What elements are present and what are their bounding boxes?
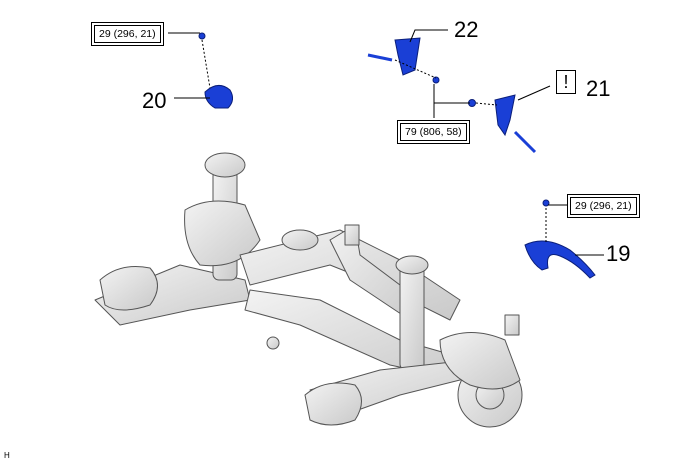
- mount-tab-right: [504, 314, 520, 336]
- caution-icon: !: [556, 70, 576, 94]
- dash-part-22: [394, 59, 437, 79]
- right-shock-absorber: [399, 264, 425, 371]
- part-22-nut: [432, 76, 440, 84]
- torque-spec-text: 29 (296, 21): [94, 25, 161, 43]
- part-21-bolt: [513, 130, 537, 154]
- right-knuckle: [439, 332, 521, 390]
- leader-part-22: [409, 29, 448, 43]
- part-20-stabilizer-link: [204, 85, 234, 109]
- part-20-bolt: [198, 32, 206, 40]
- right-shock-top-mount: [395, 255, 429, 275]
- right-spring-seat: [304, 382, 362, 426]
- callout-part-19: 19: [606, 241, 631, 266]
- part-22-upper-arm: [394, 37, 421, 76]
- corner-mark: H: [4, 451, 10, 460]
- callout-part-22: 22: [454, 17, 479, 42]
- highlighted-parts: [198, 32, 596, 279]
- rear-subframe-assembly: [94, 152, 523, 428]
- part-21-link: [494, 94, 516, 137]
- part-19-bolt: [542, 199, 550, 207]
- part-19-stabilizer-link: [524, 240, 596, 279]
- torque-spec-box-right: 29 (296, 21): [567, 194, 640, 218]
- dash-part-20: [201, 39, 211, 89]
- left-knuckle: [184, 200, 261, 267]
- torque-spec-box-upper-left: 29 (296, 21): [91, 22, 164, 46]
- callout-part-21: 21: [586, 76, 611, 101]
- bushing: [266, 336, 280, 350]
- center-mount: [281, 229, 319, 251]
- part-22-bolt: [367, 53, 393, 62]
- torque-spec-text: 79 (806, 58): [400, 123, 467, 141]
- left-shock-top-mount: [204, 152, 246, 178]
- torque-spec-text: 29 (296, 21): [570, 197, 637, 215]
- left-spring-seat: [99, 266, 158, 311]
- leader-lines: [168, 29, 604, 256]
- callout-part-20: 20: [142, 88, 167, 113]
- dash-part-21: [475, 102, 498, 106]
- torque-spec-box-middle: 79 (806, 58): [397, 120, 470, 144]
- leader-part-21: [517, 85, 551, 101]
- mount-tab-left: [344, 224, 360, 246]
